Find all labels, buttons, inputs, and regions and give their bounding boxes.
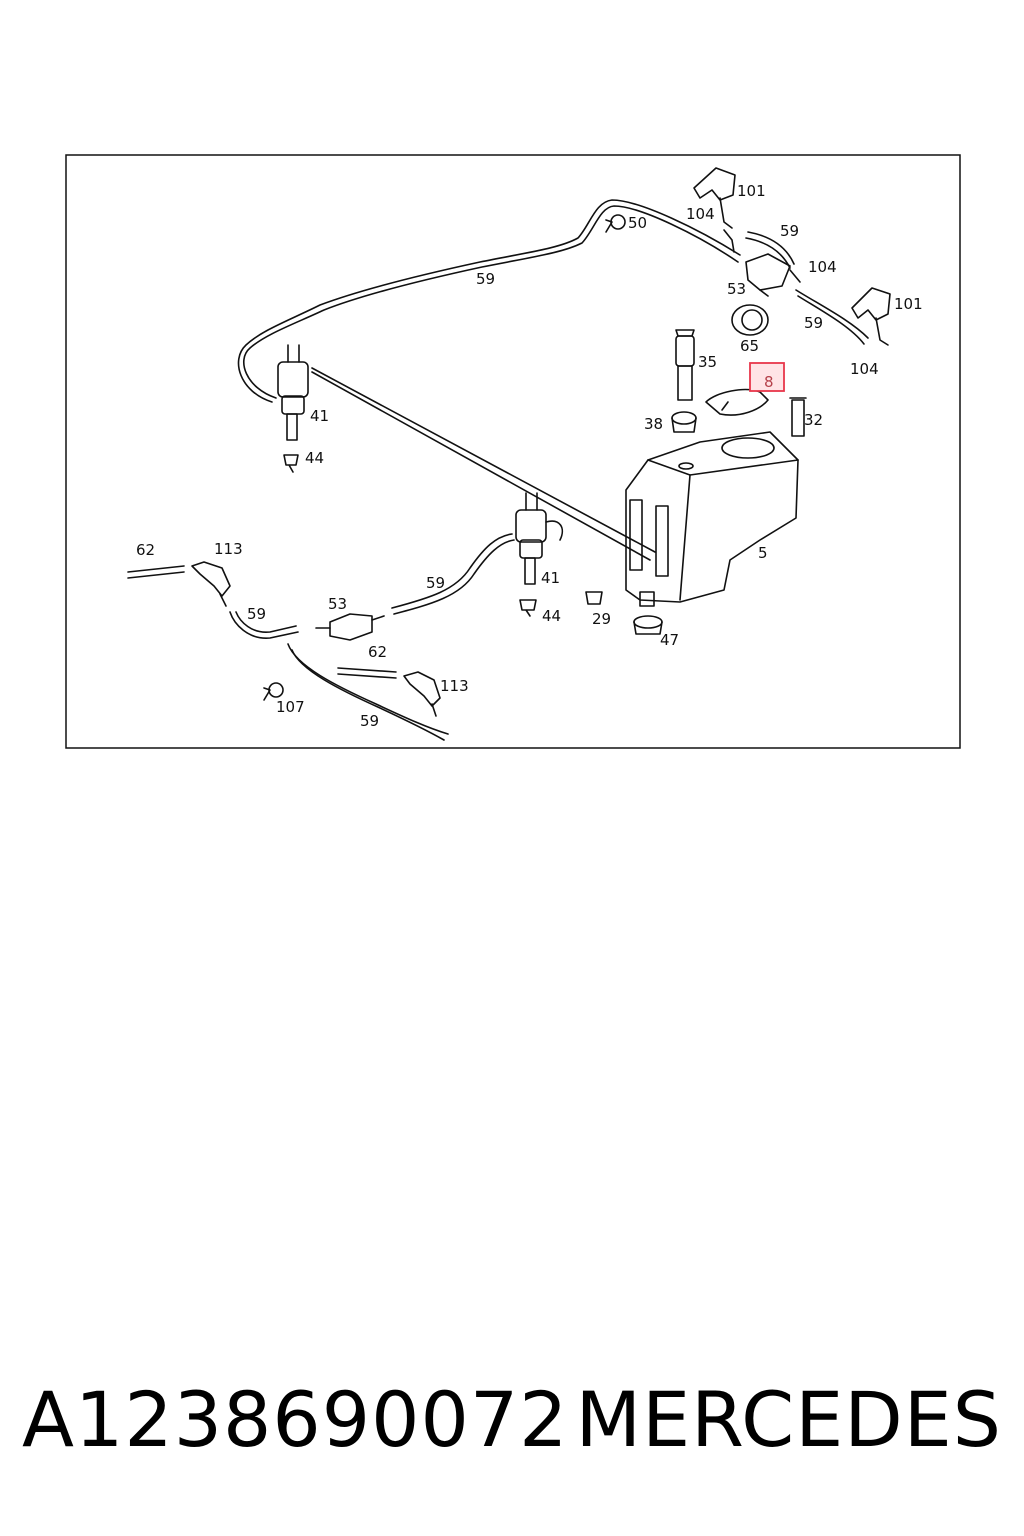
label-29: 29: [592, 610, 611, 628]
clip-44-lower: [519, 599, 537, 617]
label-104: 104: [850, 360, 879, 378]
label-59: 59: [426, 574, 445, 592]
cap-8: [705, 388, 769, 416]
hose-59-bottom: [291, 649, 445, 741]
label-53: 53: [727, 280, 746, 298]
hose-59-left: [229, 611, 299, 639]
label-8: 8: [764, 373, 774, 391]
part-32: [789, 397, 807, 437]
label-5: 5: [758, 544, 768, 562]
pump-41-upper: [277, 344, 309, 441]
hose-104-top: [723, 229, 735, 253]
label-38: 38: [644, 415, 663, 433]
nozzle-101-top: [693, 167, 736, 229]
hose-59-short: [747, 231, 795, 265]
diagram-frame: [65, 154, 961, 749]
label-113: 113: [214, 540, 243, 558]
nozzle-113-left: [191, 561, 231, 607]
hose-62-left: [127, 565, 185, 573]
label-59: 59: [247, 605, 266, 623]
label-59: 59: [804, 314, 823, 332]
grommet-47: [633, 615, 663, 635]
grommet-29: [585, 591, 603, 605]
label-107: 107: [276, 698, 305, 716]
grommet-65: [731, 304, 769, 336]
sensor-35: [675, 329, 695, 401]
hose-59-upper: [237, 199, 741, 403]
label-104: 104: [808, 258, 837, 276]
label-47: 47: [660, 631, 679, 649]
label-44: 44: [305, 449, 324, 467]
label-101: 101: [737, 182, 766, 200]
label-62: 62: [368, 643, 387, 661]
label-59: 59: [360, 712, 379, 730]
pump-41-lower: [515, 492, 564, 585]
parts-diagram: 101 104 50 59 104 59 53 101 59 65 35 104…: [0, 0, 1024, 760]
hose-62-lower: [337, 667, 397, 673]
label-35: 35: [698, 353, 717, 371]
label-59: 59: [780, 222, 799, 240]
valve-107: [263, 682, 284, 701]
valve-50: [605, 214, 626, 233]
part-labels: 101 104 50 59 104 59 53 101 59 65 35 104…: [136, 182, 923, 730]
label-53: 53: [328, 595, 347, 613]
label-65: 65: [740, 337, 759, 355]
label-44: 44: [542, 607, 561, 625]
pump-53-top: [745, 253, 801, 297]
highlight-box-8: [749, 362, 785, 392]
label-104: 104: [686, 205, 715, 223]
label-113: 113: [440, 677, 469, 695]
nozzle-113-lower: [403, 671, 441, 717]
nozzle-101-right: [851, 287, 891, 346]
label-59: 59: [476, 270, 495, 288]
tank-5: [625, 431, 799, 607]
clip-44-upper: [283, 454, 299, 473]
label-41: 41: [310, 407, 329, 425]
label-41: 41: [541, 569, 560, 587]
footer: A1238690072 MERCEDES: [0, 1370, 1024, 1480]
brand-name: MERCEDES: [575, 1375, 1002, 1464]
label-101: 101: [894, 295, 923, 313]
grommet-38: [671, 411, 697, 433]
label-50: 50: [628, 214, 647, 232]
pump-53-lower: [315, 613, 385, 641]
link-line: [311, 367, 656, 553]
hose-59-lower: [391, 533, 513, 609]
label-32: 32: [804, 411, 823, 429]
part-number: A1238690072: [22, 1375, 569, 1464]
label-62: 62: [136, 541, 155, 559]
